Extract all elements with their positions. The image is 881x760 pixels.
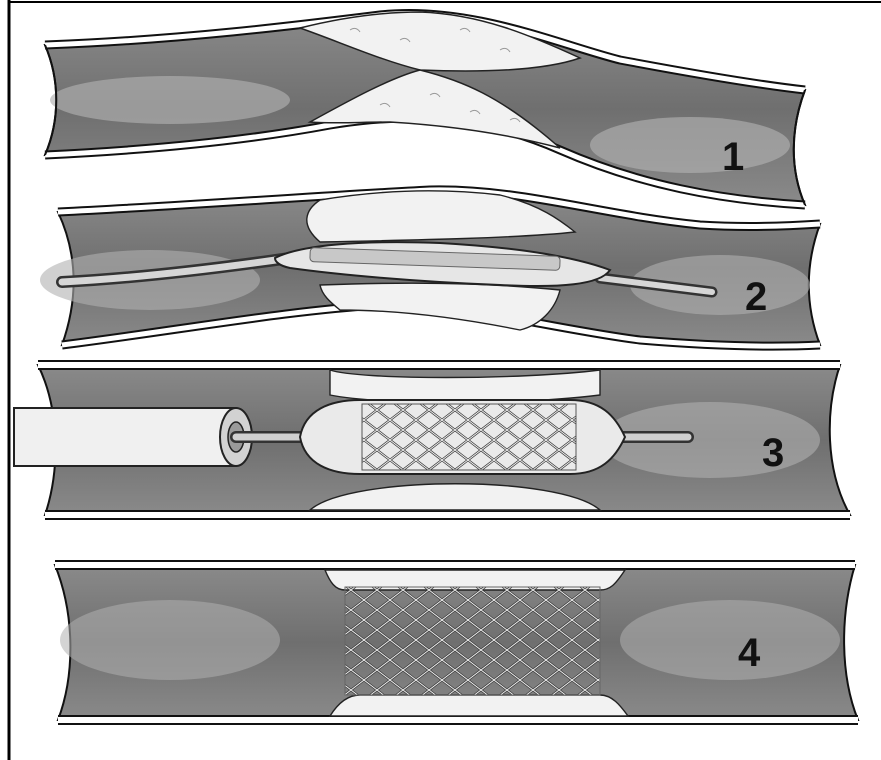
lumen-highlight: [60, 600, 280, 680]
step-2-balloon-catheter: [40, 190, 820, 346]
step-1-narrowed-artery: [45, 12, 805, 205]
step-number-3: 3: [762, 431, 784, 475]
stent-expanding: [362, 404, 576, 470]
lumen-highlight: [620, 600, 840, 680]
step-number-2: 2: [745, 275, 767, 319]
step-number-1: 1: [722, 135, 744, 179]
step-3-balloon-inflation: [14, 365, 850, 515]
lumen-highlight: [50, 76, 290, 124]
step-number-4: 4: [738, 631, 761, 675]
guide-catheter-tube: [14, 408, 236, 466]
deployed-stent: [345, 587, 600, 695]
plaque-deposit: [330, 695, 628, 716]
plaque-deposit: [320, 283, 560, 330]
lumen-highlight: [590, 117, 790, 173]
